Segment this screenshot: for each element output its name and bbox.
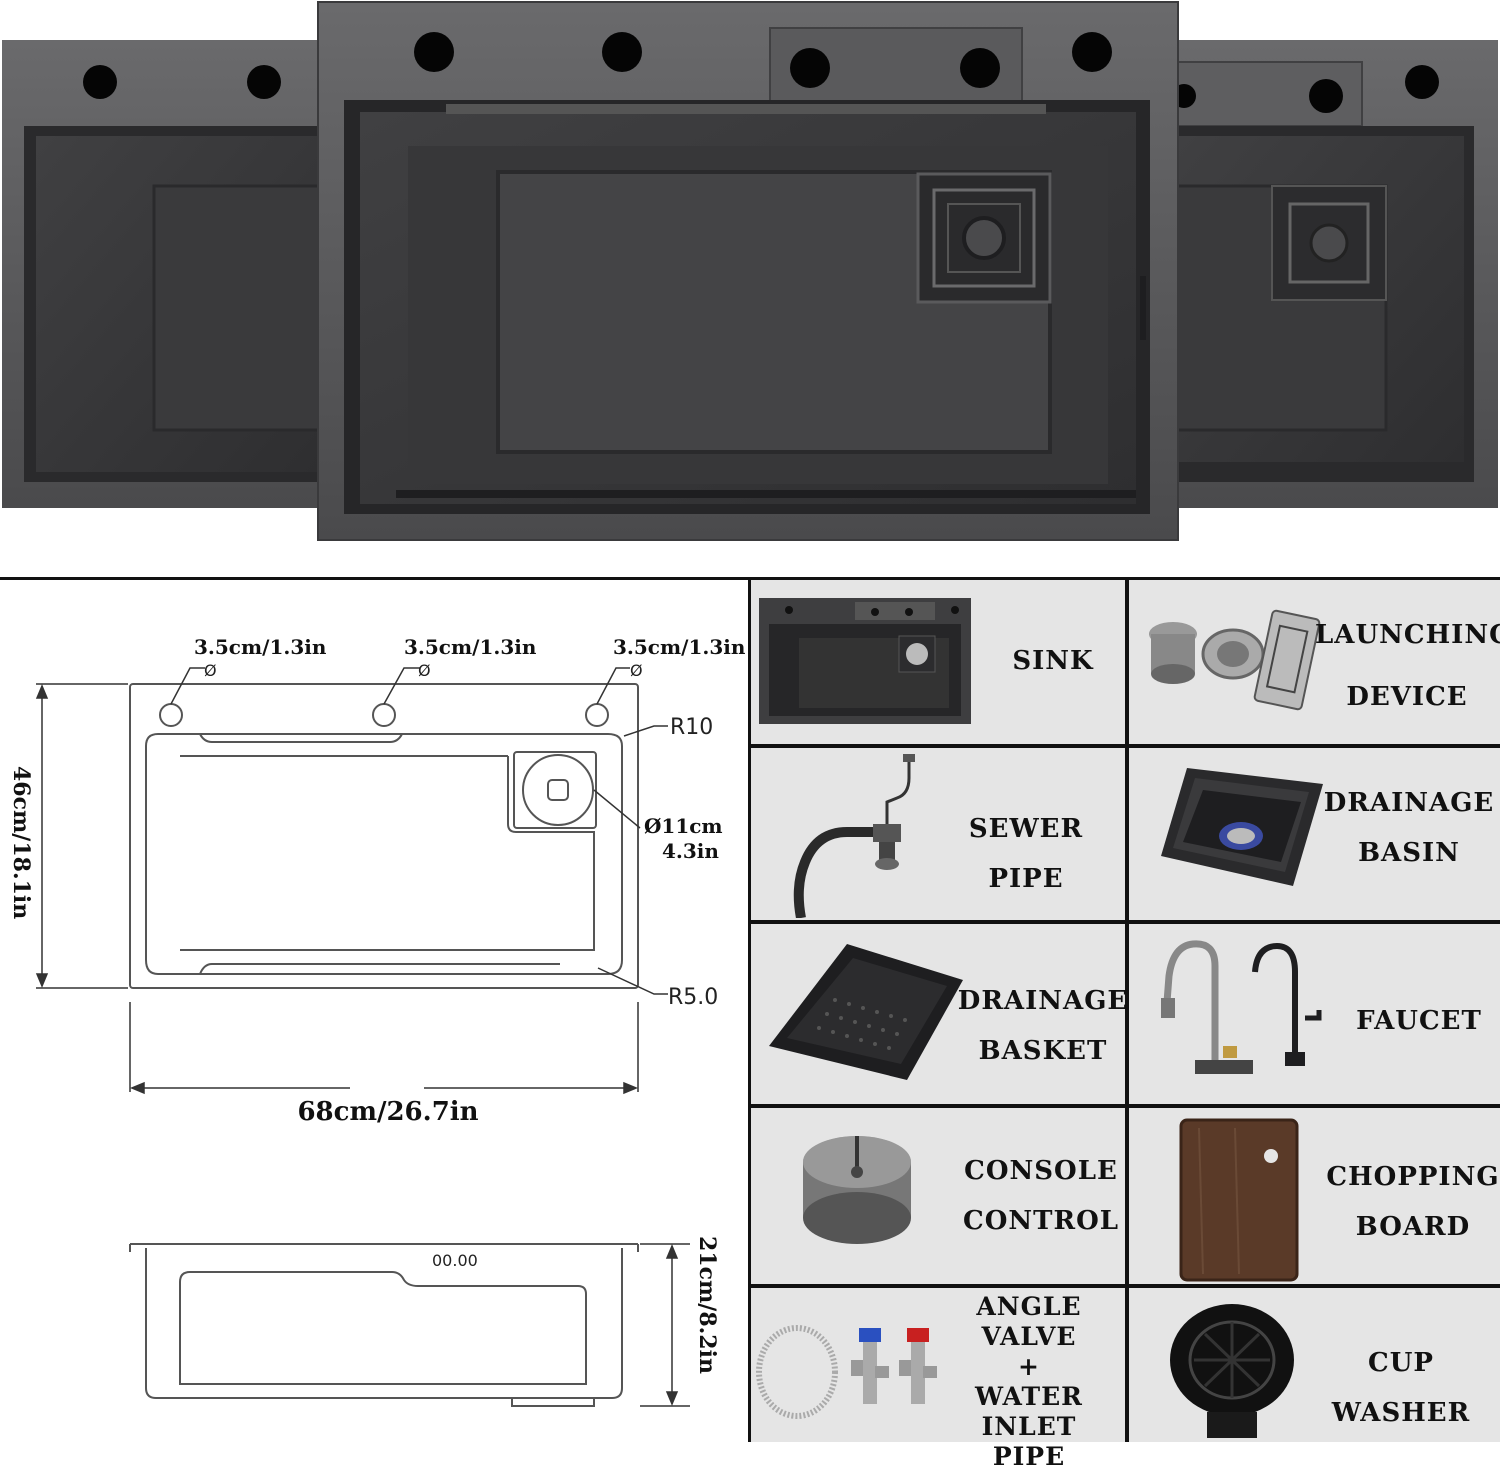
sewer-pipe-icon [793, 754, 915, 918]
component-sewer-pipe: SEWER PIPE [751, 748, 1125, 920]
component-cup-washer: CUP WASHER [1129, 1288, 1500, 1442]
component-name-console-control: CONSOLE CONTROL [963, 1156, 1119, 1236]
radius-outer-label: R10 [670, 715, 713, 740]
component-sink: SINK [751, 580, 1125, 744]
side-view-outline [129, 1243, 639, 1407]
angle-valve-icon [756, 1325, 937, 1419]
depth-dimension: 21cm/8.2in [694, 1236, 720, 1374]
sink-product-photos [2, 1, 1498, 541]
cup-washer-icon [1170, 1304, 1294, 1438]
component-console-control: CONSOLE CONTROL [751, 1108, 1125, 1284]
component-angle-valve: ANGLE VALVE + WATER INLET PIPE [751, 1288, 1125, 1471]
height-dimension: 46cm/18.1in [8, 766, 34, 919]
sink-photo-right [1168, 40, 1498, 508]
drain-diameter-label: Ø11cm [644, 814, 723, 838]
component-name-faucet: FAUCET [1356, 1006, 1482, 1036]
component-drainage-basket: DRAINAGE BASKET [751, 924, 1127, 1104]
chopping-board-icon [1179, 1118, 1299, 1282]
component-name-drainage-basin: DRAINAGE BASIN [1323, 788, 1495, 868]
hole-label-1: 3.5cm/1.3in [194, 635, 327, 659]
faucet-icon [1161, 940, 1322, 1074]
width-dimension: 68cm/26.7in [297, 1097, 478, 1127]
component-chopping-board: CHOPPING BOARD [1129, 1108, 1500, 1284]
sink-photo-left [2, 40, 332, 508]
component-name-cup-washer: CUP WASHER [1331, 1348, 1471, 1428]
sink-icon [759, 598, 971, 724]
drainage-basket-icon [769, 944, 963, 1080]
component-name-launching-device: LAUNCHING DEVICE [1315, 620, 1500, 712]
radius-inner-label: R5.0 [668, 985, 718, 1010]
hole-label-2: 3.5cm/1.3in [404, 635, 537, 659]
component-name-drainage-basket: DRAINAGE BASKET [957, 986, 1129, 1066]
top-view-outline [129, 683, 639, 989]
drainage-basin-icon [1161, 768, 1323, 886]
component-drainage-basin: DRAINAGE BASIN [1129, 748, 1500, 920]
display-readout: 00.00 [432, 1251, 478, 1270]
console-control-icon [803, 1136, 911, 1244]
drain-diameter-inches: 4.3in [662, 839, 719, 863]
dimension-drawing: 3.5cm/1.3in 3.5cm/1.3in 3.5cm/1.3in Ø Ø … [8, 635, 746, 1407]
hole-diameter-symbol-3: Ø [630, 661, 643, 680]
sink-photo-center [317, 1, 1179, 541]
hole-diameter-symbol-2: Ø [418, 661, 431, 680]
components-grid: SINK LAUNCHING DEVICE SEWER PIPE [748, 580, 1500, 1471]
component-name-chopping-board: CHOPPING BOARD [1326, 1162, 1500, 1242]
component-launching-device: LAUNCHING DEVICE [1129, 580, 1500, 744]
component-name-angle-valve: ANGLE VALVE + WATER INLET PIPE [975, 1292, 1083, 1471]
component-faucet: FAUCET [1129, 924, 1500, 1104]
hole-diameter-symbol-1: Ø [204, 661, 217, 680]
hole-label-3: 3.5cm/1.3in [613, 635, 746, 659]
launching-device-icon [1149, 609, 1321, 711]
section-divider [0, 577, 1500, 580]
component-name-sink: SINK [1012, 646, 1094, 676]
component-name-sewer-pipe: SEWER PIPE [968, 814, 1084, 894]
